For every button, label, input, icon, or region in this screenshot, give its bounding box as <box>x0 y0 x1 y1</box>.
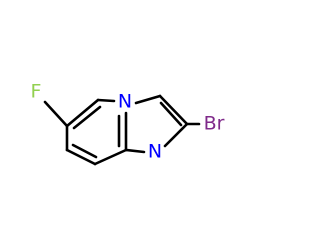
bond-c2-n1 <box>163 122 189 148</box>
structure-drawing: F N N Br <box>31 81 225 166</box>
bond-c3i-c2 <box>158 94 189 126</box>
bond-c4-c3-double <box>71 143 98 159</box>
bond-c3i-c2-double <box>159 101 183 127</box>
bond-c5-f <box>43 100 69 128</box>
bromine-label: Br <box>204 113 225 135</box>
imine-nitrogen-label: N <box>148 141 162 163</box>
molecule-diagram: F N N Br <box>30 80 225 166</box>
ring-nitrogen-label: N <box>118 91 132 113</box>
bond-c4-c3 <box>65 148 97 166</box>
bond-n1-c8a <box>124 148 146 154</box>
bond-c3-c8a <box>93 148 128 166</box>
bond-c5-c6-double <box>72 105 102 130</box>
bond-c6-n4 <box>96 98 116 103</box>
bond-c5-c6 <box>65 98 100 128</box>
bond-n4-c3i <box>134 94 162 105</box>
fluorine-label: F <box>31 81 42 103</box>
